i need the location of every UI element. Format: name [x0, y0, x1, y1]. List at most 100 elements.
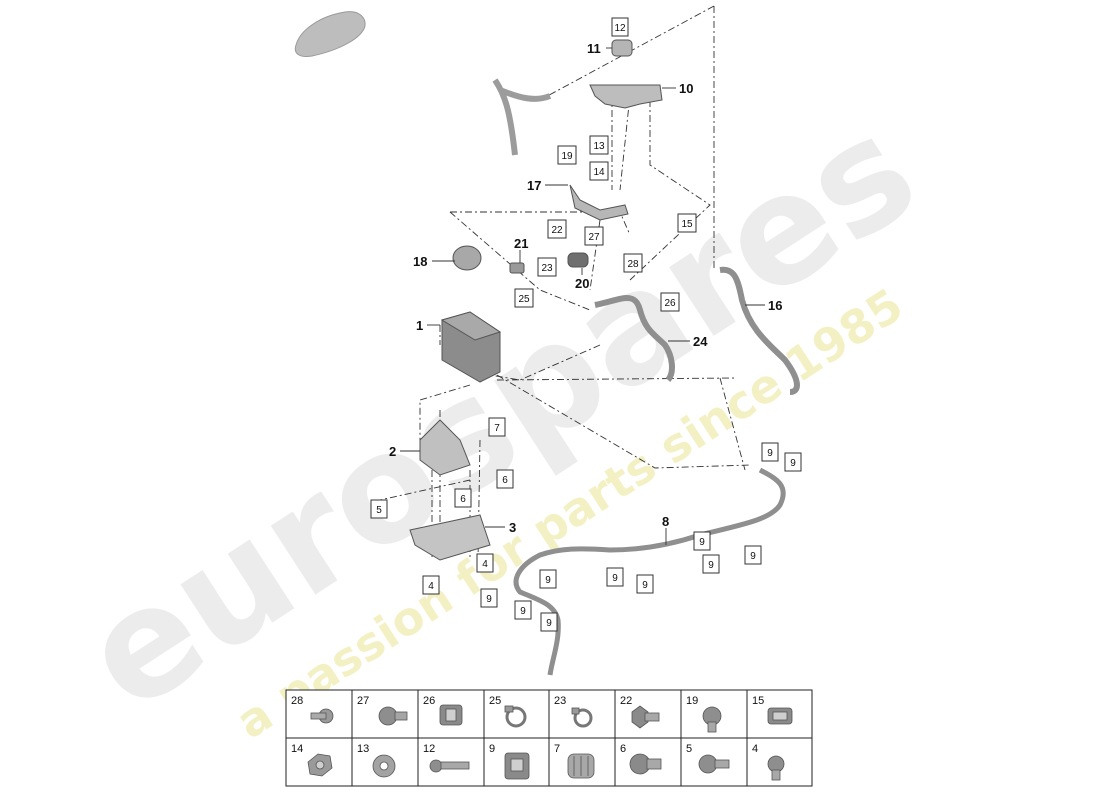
filter-20: [567, 252, 589, 268]
callout-8: 8: [662, 514, 669, 529]
box-label: 13: [589, 135, 609, 155]
cell-num: 4: [752, 743, 758, 755]
svg-text:27: 27: [588, 232, 600, 243]
screw-icon: [310, 708, 334, 724]
inlet-pipe: [492, 78, 552, 156]
row2-cells: 14 13 12 9 7 6 5 4: [291, 743, 758, 755]
box-label: 7: [488, 417, 506, 437]
callout-11: 11: [587, 41, 601, 56]
cell-num: 13: [357, 743, 369, 755]
car-silhouette-icon: [294, 11, 366, 57]
hardware-table: 28 27 26 25 23 22 19 15 14 13 12 9 7 6 5…: [285, 689, 813, 787]
svg-text:25: 25: [518, 294, 530, 305]
box-label: 14: [589, 161, 609, 181]
box-label: 27: [584, 226, 604, 246]
callout-1: 1: [416, 318, 423, 333]
box-label: 19: [557, 145, 577, 165]
svg-text:23: 23: [541, 263, 553, 274]
box-label: 9: [514, 600, 532, 620]
svg-text:9: 9: [520, 606, 526, 617]
watermark: eurospares a passion for parts since 198…: [55, 83, 945, 750]
callout-24: 24: [693, 334, 708, 349]
svg-text:4: 4: [482, 559, 488, 570]
box-label: 9: [636, 574, 654, 594]
box-label: 5: [370, 499, 388, 519]
callout-20: 20: [575, 276, 589, 291]
box-label: 26: [660, 292, 680, 312]
hex-bolt-icon: [631, 705, 660, 729]
callout-2: 2: [389, 444, 396, 459]
box-label: 9: [693, 531, 711, 551]
hose-clamp-icon: [504, 705, 527, 728]
cell-num: 5: [686, 743, 692, 755]
box-label: 6: [454, 488, 472, 508]
svg-text:5: 5: [376, 505, 382, 516]
bolt-icon: [378, 706, 408, 726]
box-label: 28: [623, 253, 643, 273]
box-label: 4: [422, 575, 440, 595]
clip-icon: [439, 704, 463, 726]
box-label: 12: [611, 17, 629, 37]
heat-shield-3: [409, 514, 491, 561]
box-label: 9: [744, 545, 762, 565]
svg-text:6: 6: [460, 494, 466, 505]
callout-16: 16: [768, 298, 782, 313]
svg-text:15: 15: [681, 219, 693, 230]
flange-screw-icon: [702, 706, 722, 733]
cell-num: 19: [686, 695, 698, 707]
row2-icons: [307, 752, 785, 781]
svg-text:28: 28: [627, 259, 639, 270]
box-label: 9: [606, 567, 624, 587]
callout-21: 21: [514, 236, 528, 251]
cell-num: 27: [357, 695, 369, 707]
clip-nut-icon: [504, 752, 530, 780]
box-label: 22: [547, 219, 567, 239]
svg-text:26: 26: [664, 298, 676, 309]
cell-num: 22: [620, 695, 632, 707]
row1-icons: [310, 704, 793, 733]
spring-clip-icon: [767, 707, 793, 725]
svg-text:4: 4: [428, 581, 434, 592]
box-label: 23: [537, 257, 557, 277]
parts: [409, 39, 800, 676]
cell-num: 25: [489, 695, 501, 707]
sleeve-nut-icon: [567, 753, 595, 779]
bracket-10: [589, 84, 663, 109]
svg-text:9: 9: [545, 575, 551, 586]
cell-num: 12: [423, 743, 435, 755]
bracket-2: [419, 419, 471, 476]
washer-icon: [372, 754, 396, 778]
valve-11: [611, 39, 633, 57]
svg-text:9: 9: [642, 580, 648, 591]
box-label: 9: [784, 452, 802, 472]
svg-text:9: 9: [699, 537, 705, 548]
pan-screw-icon: [698, 754, 730, 774]
svg-text:19: 19: [561, 151, 573, 162]
cell-num: 28: [291, 695, 303, 707]
svg-text:22: 22: [551, 225, 563, 236]
cell-num: 15: [752, 695, 764, 707]
callout-10: 10: [679, 81, 693, 96]
svg-text:9: 9: [546, 618, 552, 629]
callout-18: 18: [413, 254, 427, 269]
box-label: 9: [702, 554, 720, 574]
row1-cells: 28 27 26 25 23 22 19 15: [291, 695, 764, 707]
box-label: 6: [496, 469, 514, 489]
watermark-brand: eurospares: [55, 83, 945, 745]
cell-num: 6: [620, 743, 626, 755]
callout-3: 3: [509, 520, 516, 535]
cell-num: 14: [291, 743, 303, 755]
svg-text:14: 14: [593, 167, 605, 178]
svg-text:9: 9: [612, 573, 618, 584]
cell-num: 26: [423, 695, 435, 707]
svg-text:12: 12: [614, 23, 626, 34]
valve-18: [452, 245, 482, 271]
canister-1: [440, 311, 502, 383]
svg-text:7: 7: [494, 423, 500, 434]
boxed-labels: 12 13 14 19 22 27 15 23 28 25 26 7 6 6 5…: [370, 17, 802, 632]
clip-21: [509, 262, 525, 274]
hose-16: [719, 266, 800, 395]
bracket-17: [569, 184, 629, 221]
svg-text:9: 9: [750, 551, 756, 562]
